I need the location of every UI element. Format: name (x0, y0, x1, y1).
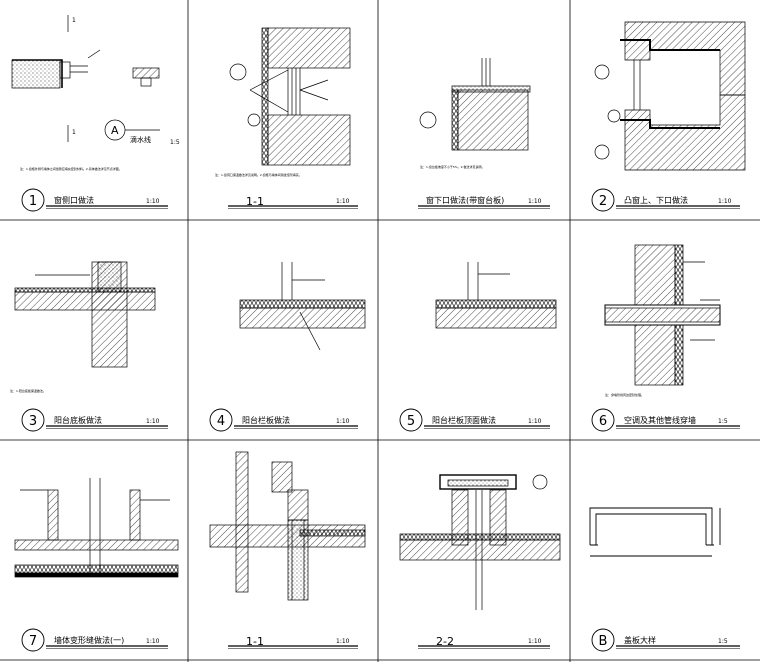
panel-number: 1-1 (246, 635, 264, 648)
panel-title-block-4: 2 凸窗上、下口做法 1:10 (591, 188, 740, 212)
detail-a-title: 滴水线 (130, 135, 151, 144)
panel-1-1-lower-drawing (209, 451, 366, 601)
panel-number-circle (209, 408, 233, 432)
panel-title-block-1: 1 窗侧口做法 1:10 (21, 188, 168, 212)
panel-1-drawing: A 滴水线 1:5 1 1 注：1.窗框外侧与墙体之间缝隙应填充密封材料。2.具… (11, 15, 180, 171)
panel-number: 2-2 (436, 635, 454, 648)
panel-7-drawing (14, 478, 179, 578)
panel-title-block-2: 1-1 1:10 (228, 195, 358, 209)
panel-number: 1 (29, 194, 37, 209)
panel-title-block-7: 5 阳台栏板顶面做法 1:10 (399, 408, 550, 432)
panel-5-drawing (435, 262, 557, 329)
panel-scale: 1:10 (528, 198, 542, 205)
panel-scale: 1:10 (146, 418, 160, 425)
panel-4-drawing (239, 262, 366, 351)
panel-scale: 1:10 (146, 198, 160, 205)
panel-b-drawing (589, 507, 721, 557)
panel-number: 1-1 (246, 195, 264, 208)
panel-title-block-6: 4 阳台栏板做法 1:10 (209, 408, 358, 432)
panel-title: 墙体变形缝做法(一) (54, 635, 124, 645)
panel-title: 凸窗上、下口做法 (624, 195, 688, 205)
detail-a-number: A (111, 124, 119, 137)
panel-2-drawing (594, 21, 746, 171)
panel-2-2-drawing (399, 474, 561, 610)
panel-6-note: 注：穿墙管线周边密封处理。 (605, 392, 644, 397)
panel-title-block-5: 3 阳台底板做法 1:10 (21, 408, 168, 432)
panel-title-block-12: B 盖板大样 1:5 (591, 628, 740, 652)
panel-scale: 1:10 (528, 418, 542, 425)
title-blocks: 1 窗侧口做法 1:10 1-1 1:10 窗下口做法(带窗台板) 1:10 2 凸窗上、下口做… (21, 188, 740, 652)
panel-number: 4 (217, 414, 225, 429)
panel-sill-drawing: 注：1.窗台板坡度不小于5%。2.做法详见说明。 (419, 58, 531, 169)
section-mark-top: 1 (72, 17, 76, 24)
panel-number-circle (591, 628, 615, 652)
panel-number-circle (21, 408, 45, 432)
panel-title: 盖板大样 (624, 635, 656, 645)
panel-number: 5 (407, 414, 415, 429)
panel-6-drawing: 注：穿墙管线周边密封处理。 (604, 244, 721, 397)
panel-3-note: 注：1.阳台底板保温做法。 (10, 388, 46, 393)
panel-title: 阳台栏板顶面做法 (432, 415, 496, 425)
panel-title-block-10: 1-1 1:10 (228, 635, 358, 649)
panel-scale: 1:10 (336, 198, 350, 205)
panel-number: 7 (29, 634, 37, 649)
panel-number-circle (591, 188, 615, 212)
panel-scale: 1:5 (718, 638, 728, 645)
panel-title-block-3: 窗下口做法(带窗台板) 1:10 (418, 195, 550, 209)
panel-title: 阳台底板做法 (54, 415, 102, 425)
panel-sill-note: 注：1.窗台板坡度不小于5%。2.做法详见说明。 (420, 164, 484, 169)
panel-number-circle (21, 628, 45, 652)
panel-title-block-9: 7 墙体变形缝做法(一) 1:10 (21, 628, 168, 652)
panel-number-circle (591, 408, 615, 432)
panel-number-circle (21, 188, 45, 212)
panel-scale: 1:5 (718, 418, 728, 425)
panel-1-1-note: 注：1.窗洞口保温做法详见说明。2.窗框与墙体间用发泡剂填实。 (215, 172, 302, 177)
panel-number-circle (399, 408, 423, 432)
panel-1-note: 注：1.窗框外侧与墙体之间缝隙应填充密封材料。2.具体做法详见节点详图。 (20, 166, 122, 171)
panel-title: 窗下口做法(带窗台板) (426, 195, 504, 205)
panel-3-drawing: 注：1.阳台底板保温做法。 (10, 261, 156, 393)
panel-title-block-8: 6 空调及其他管线穿墙 1:5 (591, 408, 740, 432)
panel-scale: 1:10 (336, 418, 350, 425)
panel-number: 3 (29, 414, 37, 429)
panel-title-block-11: 2-2 1:10 (418, 635, 550, 649)
panel-title: 窗侧口做法 (54, 195, 94, 205)
panel-1-1-drawing: 注：1.窗洞口保温做法详见说明。2.窗框与墙体间用发泡剂填实。 (215, 27, 351, 177)
section-mark-bottom: 1 (72, 129, 76, 136)
detail-a-scale: 1:5 (170, 139, 180, 146)
panel-number: 6 (599, 414, 607, 429)
panel-number: 2 (599, 194, 607, 209)
panel-scale: 1:10 (528, 638, 542, 645)
panel-title: 空调及其他管线穿墙 (624, 415, 696, 425)
panel-title: 阳台栏板做法 (242, 415, 290, 425)
panel-number: B (599, 634, 608, 649)
panel-scale: 1:10 (336, 638, 350, 645)
panel-scale: 1:10 (146, 638, 160, 645)
panel-scale: 1:10 (718, 198, 732, 205)
